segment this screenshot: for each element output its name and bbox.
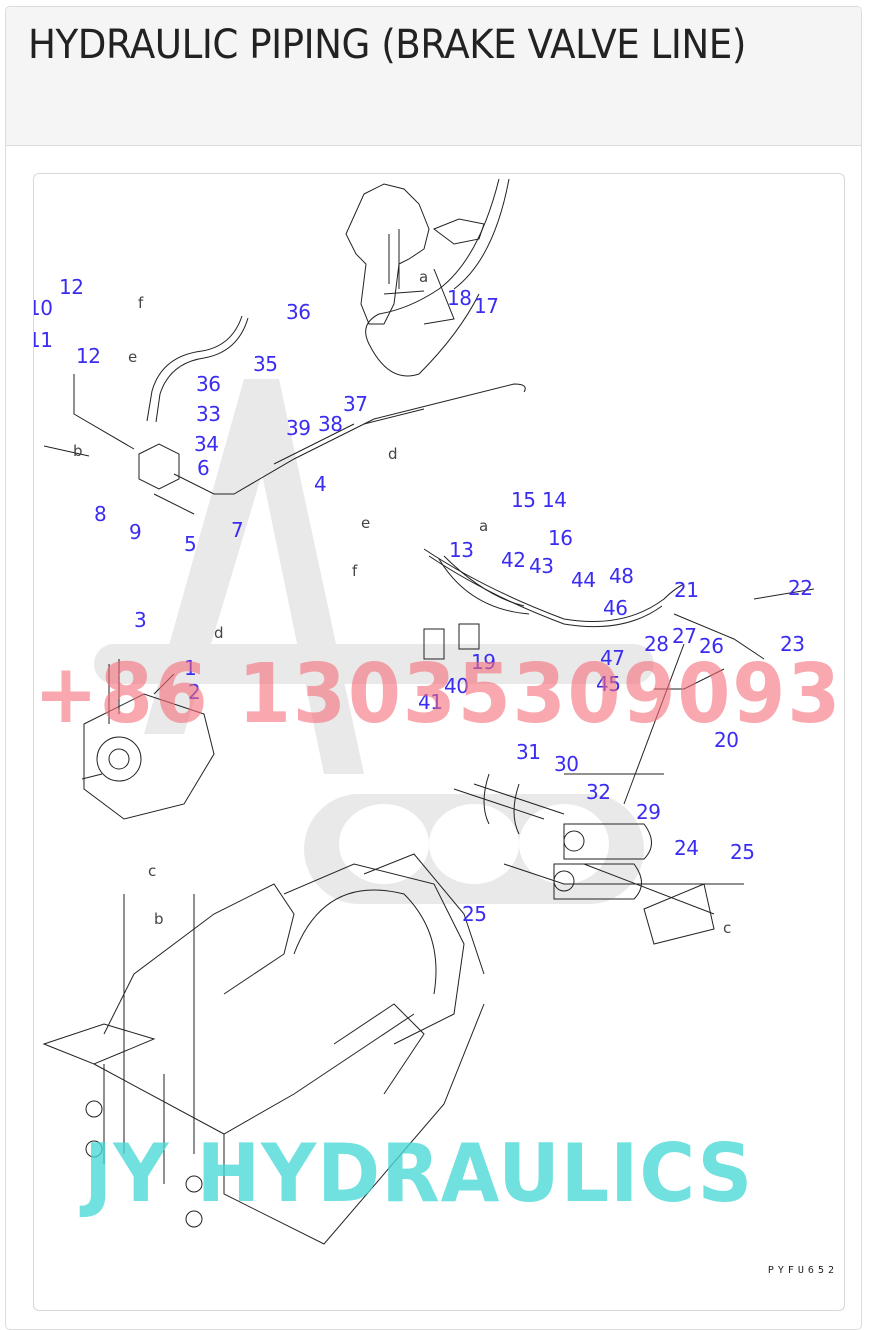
callout-48: 48 [609, 564, 634, 588]
callout-35: 35 [253, 352, 278, 376]
callout-27: 27 [672, 624, 697, 648]
callout-44: 44 [571, 568, 596, 592]
callout-36-bottom: 36 [196, 372, 221, 396]
callout-11: 11 [34, 328, 53, 352]
callout-36-top: 36 [286, 300, 311, 324]
callout-7: 7 [231, 518, 244, 542]
callout-2: 2 [188, 680, 201, 704]
parts-diagram: 1 2 3 4 5 6 7 8 9 10 11 12 12 13 14 15 1… [33, 173, 845, 1311]
brand-watermark: JY HYDRAULICS [84, 1127, 754, 1220]
callout-6: 6 [197, 456, 210, 480]
direction-letter-c: c [148, 862, 157, 880]
callout-13: 13 [449, 538, 474, 562]
callout-45: 45 [596, 672, 621, 696]
direction-letter-b: b [73, 442, 83, 460]
callout-10: 10 [34, 296, 53, 320]
brake-lines-middle [423, 548, 815, 805]
callout-23: 23 [780, 632, 805, 656]
callout-14: 14 [542, 488, 567, 512]
direction-letter-a: a [419, 268, 429, 286]
callout-18: 18 [447, 286, 472, 310]
callout-33: 33 [196, 402, 221, 426]
callout-47: 47 [600, 646, 625, 670]
callout-5: 5 [184, 532, 197, 556]
callout-22: 22 [788, 576, 813, 600]
callout-1: 1 [184, 656, 197, 680]
callout-12-top: 12 [59, 275, 84, 299]
direction-letter-e: e [361, 514, 371, 532]
callout-19: 19 [471, 650, 496, 674]
direction-letter-d: d [214, 624, 224, 642]
callout-24: 24 [674, 836, 699, 860]
accumulators [453, 773, 744, 945]
callout-42: 42 [501, 548, 526, 572]
callout-40: 40 [444, 674, 469, 698]
direction-letter-f: f [352, 562, 358, 580]
callout-25-right: 25 [730, 840, 755, 864]
callout-21: 21 [674, 578, 699, 602]
callout-32: 32 [586, 780, 611, 804]
callout-39: 39 [286, 416, 311, 440]
card-header: HYDRAULIC PIPING (BRAKE VALVE LINE) [6, 7, 861, 146]
callout-3: 3 [134, 608, 147, 632]
phone-watermark: +86 13035309093 [34, 647, 843, 742]
line-drawing [42, 178, 815, 1245]
brake-pedal-assembly [345, 178, 510, 377]
callout-46: 46 [603, 596, 628, 620]
callout-37: 37 [343, 392, 368, 416]
callout-26: 26 [699, 634, 724, 658]
callout-4: 4 [314, 472, 327, 496]
callout-43: 43 [529, 554, 554, 578]
direction-letter-d: d [388, 445, 398, 463]
callout-38: 38 [318, 412, 343, 436]
direction-letter-c: c [723, 919, 732, 937]
callout-30: 30 [554, 752, 579, 776]
hydraulic-pump [81, 659, 215, 820]
callout-8: 8 [94, 502, 107, 526]
callout-25-left: 25 [462, 902, 487, 926]
callout-12-bottom: 12 [76, 344, 101, 368]
callout-15: 15 [511, 488, 536, 512]
callout-29: 29 [636, 800, 661, 824]
callout-28: 28 [644, 632, 669, 656]
machine-frame [42, 853, 485, 1245]
direction-letter-a: a [479, 517, 489, 535]
direction-letter-e: e [128, 348, 138, 366]
brake-lines-upper [43, 315, 526, 515]
callout-16: 16 [548, 526, 573, 550]
callout-9: 9 [129, 520, 142, 544]
background-logo-watermark [94, 379, 654, 904]
direction-letter-b: b [154, 910, 164, 928]
callout-31: 31 [516, 740, 541, 764]
callout-17: 17 [474, 294, 499, 318]
direction-letter-f: f [138, 294, 144, 312]
callout-20: 20 [714, 728, 739, 752]
page-title: HYDRAULIC PIPING (BRAKE VALVE LINE) [28, 22, 746, 68]
callout-41: 41 [418, 690, 443, 714]
diagram-code: PYFU652 [767, 1265, 838, 1276]
callout-34: 34 [194, 432, 219, 456]
diagram-card: HYDRAULIC PIPING (BRAKE VALVE LINE) [5, 6, 862, 1330]
